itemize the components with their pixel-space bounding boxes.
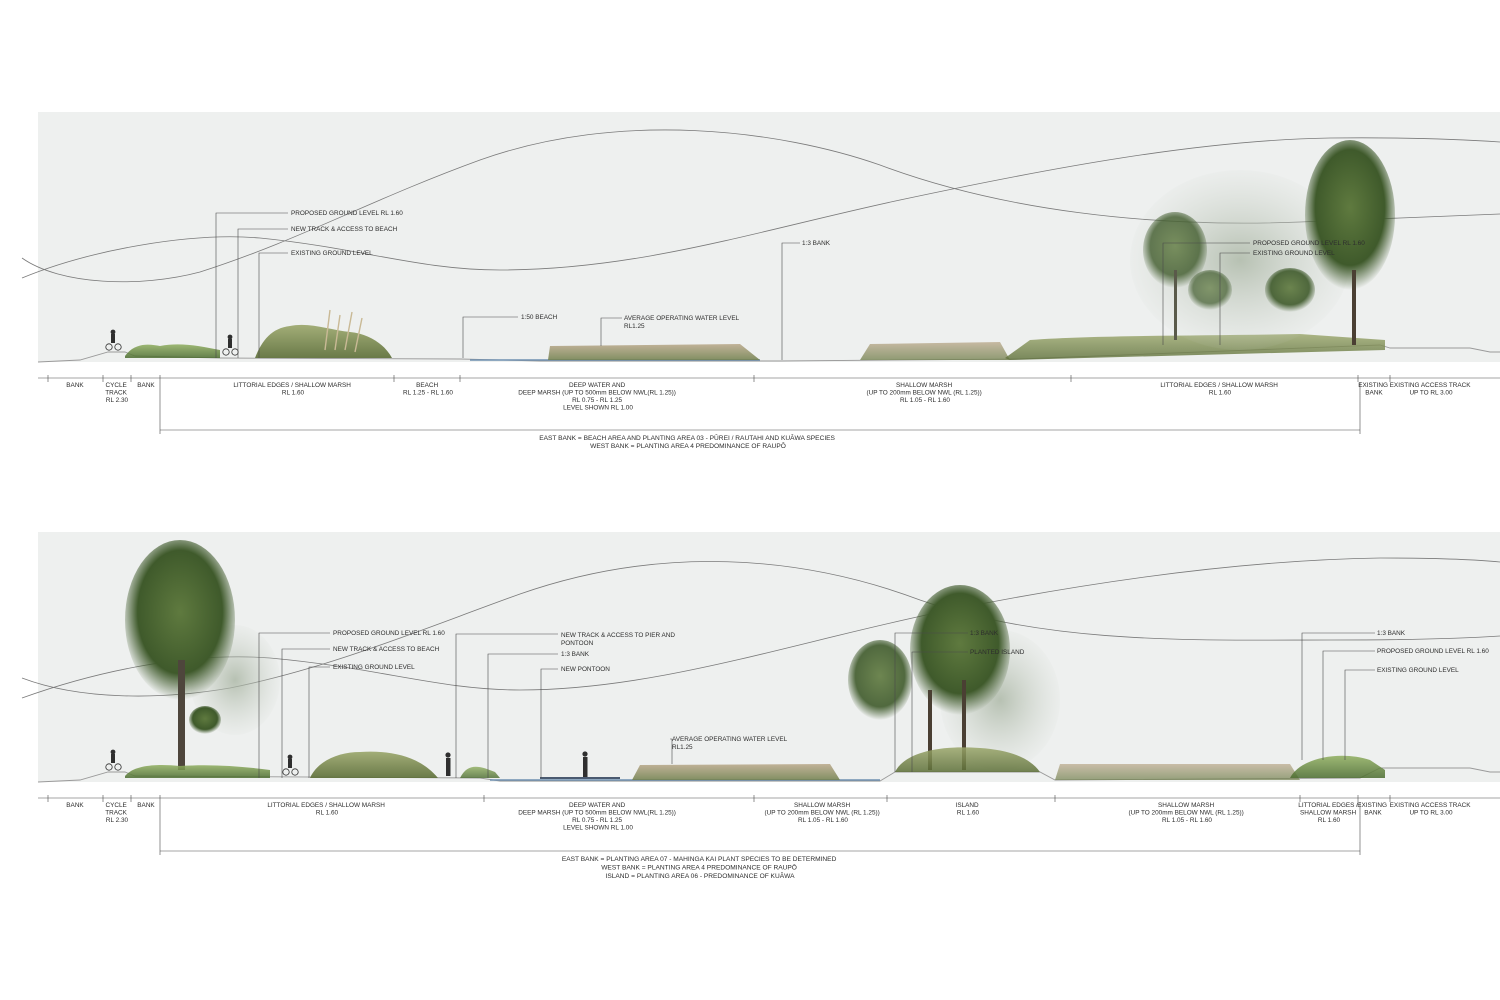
zone-cycle-track: CYCLE TRACK RL 2.30 (105, 382, 128, 404)
cyclist-figure (282, 754, 299, 776)
callout-leaders (258, 632, 1375, 778)
callout-aowl: AVERAGE OPERATING WATER LEVEL (624, 315, 740, 322)
cyclist-figure (105, 329, 122, 351)
zone-beach: BEACH RL 1.25 - RL 1.60 (403, 382, 453, 397)
ground-profile (37, 344, 1500, 363)
section-top: PROPOSED GROUND LEVEL RL 1.60 NEW TRACK … (21, 129, 1500, 450)
zone-deep-water: DEEP WATER AND DEEP MARSH (UP TO 500mm B… (518, 802, 677, 832)
callout-new-track: NEW TRACK & ACCESS TO BEACH (333, 646, 440, 653)
grass-bank (125, 765, 270, 778)
tree (189, 706, 221, 734)
callout-aowl: AVERAGE OPERATING WATER LEVEL (672, 736, 788, 743)
reed-bed (632, 764, 840, 780)
callout-proposed-ground-level: PROPOSED GROUND LEVEL RL 1.60 (291, 210, 403, 217)
callout-existing-ground-level: EXISTING GROUND LEVEL (333, 664, 415, 671)
zone-existing-bank: EXISTING BANK (1357, 802, 1389, 817)
callout-beach: 1:50 BEACH (521, 314, 558, 321)
dimension-line (38, 795, 1500, 855)
grass-bank (1290, 755, 1385, 778)
dimension-line (38, 375, 1500, 434)
shrub (310, 751, 438, 778)
zone-littoral-edges: LITTORIAL EDGES / SHALLOW MARSH RL 1.60 (233, 382, 352, 397)
reed-bed (860, 342, 1010, 360)
zone-existing-bank: EXISTING BANK (1358, 382, 1390, 397)
cyclist-figure (105, 749, 122, 771)
tree (848, 640, 912, 720)
zone-shallow-marsh-east: SHALLOW MARSH (UP TO 200mm BELOW NWL (RL… (1128, 802, 1245, 824)
cyclist-figure (222, 334, 239, 356)
zone-littoral-edges: LITTORIAL EDGES / SHALLOW MARSH RL 1.60 (267, 802, 386, 817)
zone-island: ISLAND RL 1.60 (956, 802, 981, 817)
callout-planted-island: PLANTED ISLAND (970, 649, 1025, 656)
grass-bank (125, 344, 220, 358)
reed-bed (1055, 764, 1300, 780)
zone-cycle-track: CYCLE TRACK RL 2.30 (105, 802, 128, 824)
callout-pier-access-2: PONTOON (561, 640, 594, 647)
callout-bank-east: 1:3 BANK (1377, 630, 1406, 637)
tree (125, 540, 235, 700)
section-caption: EAST BANK = BEACH AREA AND PLANTING AREA… (539, 434, 837, 450)
callout-pier-access: NEW TRACK & ACCESS TO PIER AND (561, 632, 675, 639)
callout-existing-ground-level-east: EXISTING GROUND LEVEL (1377, 667, 1459, 674)
tree-trunk (1352, 270, 1356, 345)
person-figure (582, 751, 588, 777)
zone-bank: BANK (66, 802, 84, 809)
reed-bed (1005, 334, 1385, 360)
callout-bank-west: 1:3 BANK (561, 651, 590, 658)
callout-aowl-rl: RL1.25 (624, 323, 645, 330)
zone-shallow-marsh: SHALLOW MARSH (UP TO 200mm BELOW NWL (RL… (866, 382, 983, 404)
tree-trunk (1174, 270, 1177, 340)
tree-trunk (962, 680, 966, 770)
shrub (895, 747, 1040, 772)
callout-proposed-ground-level: PROPOSED GROUND LEVEL RL 1.60 (333, 630, 445, 637)
callout-existing-ground-level-east: EXISTING GROUND LEVEL (1253, 250, 1335, 257)
reed-bed (548, 344, 760, 360)
person-figure (445, 752, 451, 776)
zone-littoral-edges-east: LITTORIAL EDGES / SHALLOW MARSH RL 1.60 (1160, 382, 1279, 397)
reeds (324, 309, 363, 353)
callout-new-pontoon: NEW PONTOON (561, 666, 610, 673)
section-caption: EAST BANK = PLANTING AREA 07 - MAHINGA K… (562, 856, 838, 880)
zone-deep-water: DEEP WATER AND DEEP MARSH (UP TO 500mm B… (518, 382, 677, 412)
zone-existing-access-track: EXISTING ACCESS TRACK UP TO RL 3.00 (1390, 802, 1473, 817)
callout-leaders (215, 212, 1250, 360)
tree (1143, 212, 1207, 288)
tree-trunk (928, 690, 932, 770)
zone-littoral-edges-east: LITTORIAL EDGES / SHALLOW MARSH RL 1.60 (1298, 802, 1359, 824)
callout-aowl-rl: RL1.25 (672, 744, 693, 751)
zone-existing-access-track: EXISTING ACCESS TRACK UP TO RL 3.00 (1390, 382, 1473, 397)
tree (910, 585, 1010, 715)
callout-proposed-ground-level-east: PROPOSED GROUND LEVEL RL 1.60 (1253, 240, 1365, 247)
callout-existing-ground-level: EXISTING GROUND LEVEL (291, 250, 373, 257)
curve-line (21, 137, 1500, 279)
section-bottom: PROPOSED GROUND LEVEL RL 1.60 NEW TRACK … (21, 540, 1500, 880)
tree (1265, 268, 1315, 312)
zone-bank: BANK (137, 802, 155, 809)
tree (1305, 140, 1395, 290)
shrub (255, 324, 392, 358)
grass-bank (460, 766, 500, 778)
section-bottom-background (38, 532, 1500, 782)
callout-new-track: NEW TRACK & ACCESS TO BEACH (291, 226, 398, 233)
callout-bank: 1:3 BANK (802, 240, 831, 247)
callout-bank-island: 1:3 BANK (970, 630, 999, 637)
zone-shallow-marsh: SHALLOW MARSH (UP TO 200mm BELOW NWL (RL… (764, 802, 881, 824)
zone-bank: BANK (137, 382, 155, 389)
tree (1188, 270, 1232, 310)
callout-proposed-ground-level-east: PROPOSED GROUND LEVEL RL 1.60 (1377, 648, 1489, 655)
tree-trunk (178, 660, 185, 770)
zone-bank: BANK (66, 382, 84, 389)
